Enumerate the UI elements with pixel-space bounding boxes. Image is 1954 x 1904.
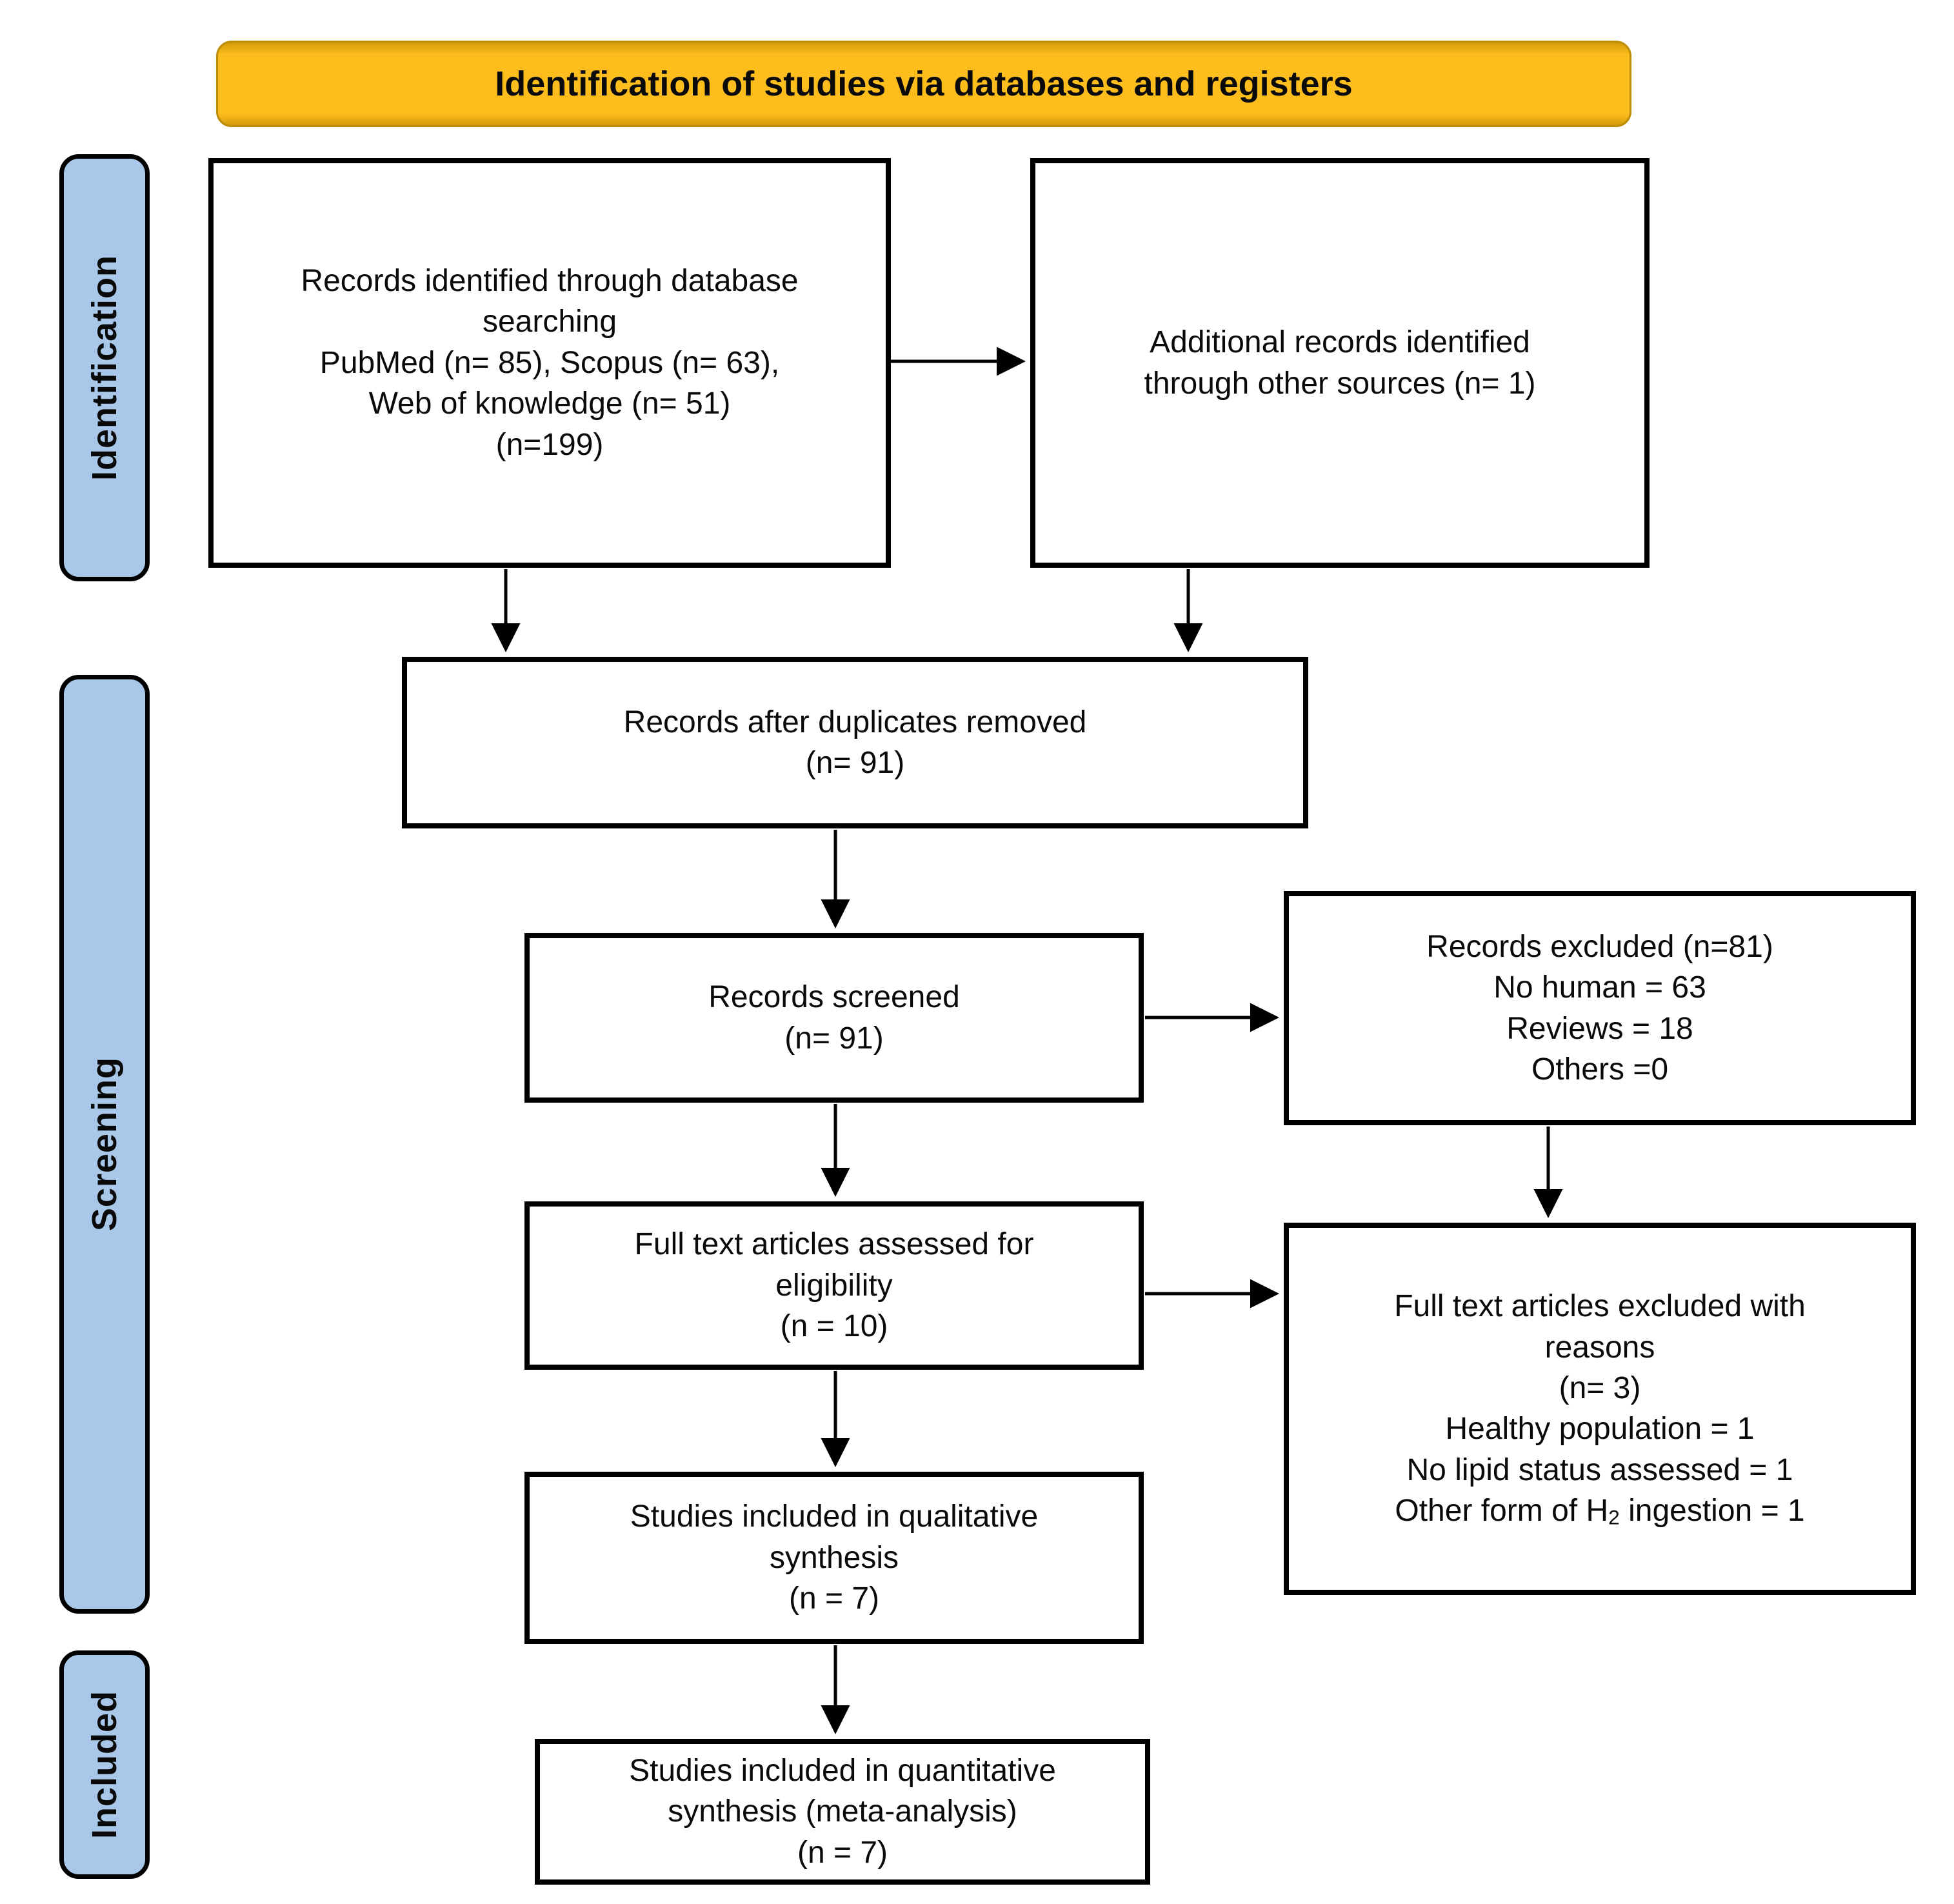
box-records-screened: Records screened(n= 91) (524, 933, 1144, 1103)
phase-label-screening: Screening (59, 675, 150, 1614)
phase-label-screening-text: Screening (85, 1057, 124, 1232)
box-records-after-duplicates-removed: Records after duplicates removed(n= 91) (402, 657, 1308, 828)
phase-label-identification-text: Identification (85, 255, 124, 481)
phase-label-included-text: Included (85, 1690, 124, 1839)
title-banner: Identification of studies via databases … (216, 41, 1631, 127)
phase-label-included: Included (59, 1650, 150, 1879)
title-banner-label: Identification of studies via databases … (495, 65, 1353, 103)
phase-label-identification: Identification (59, 154, 150, 581)
